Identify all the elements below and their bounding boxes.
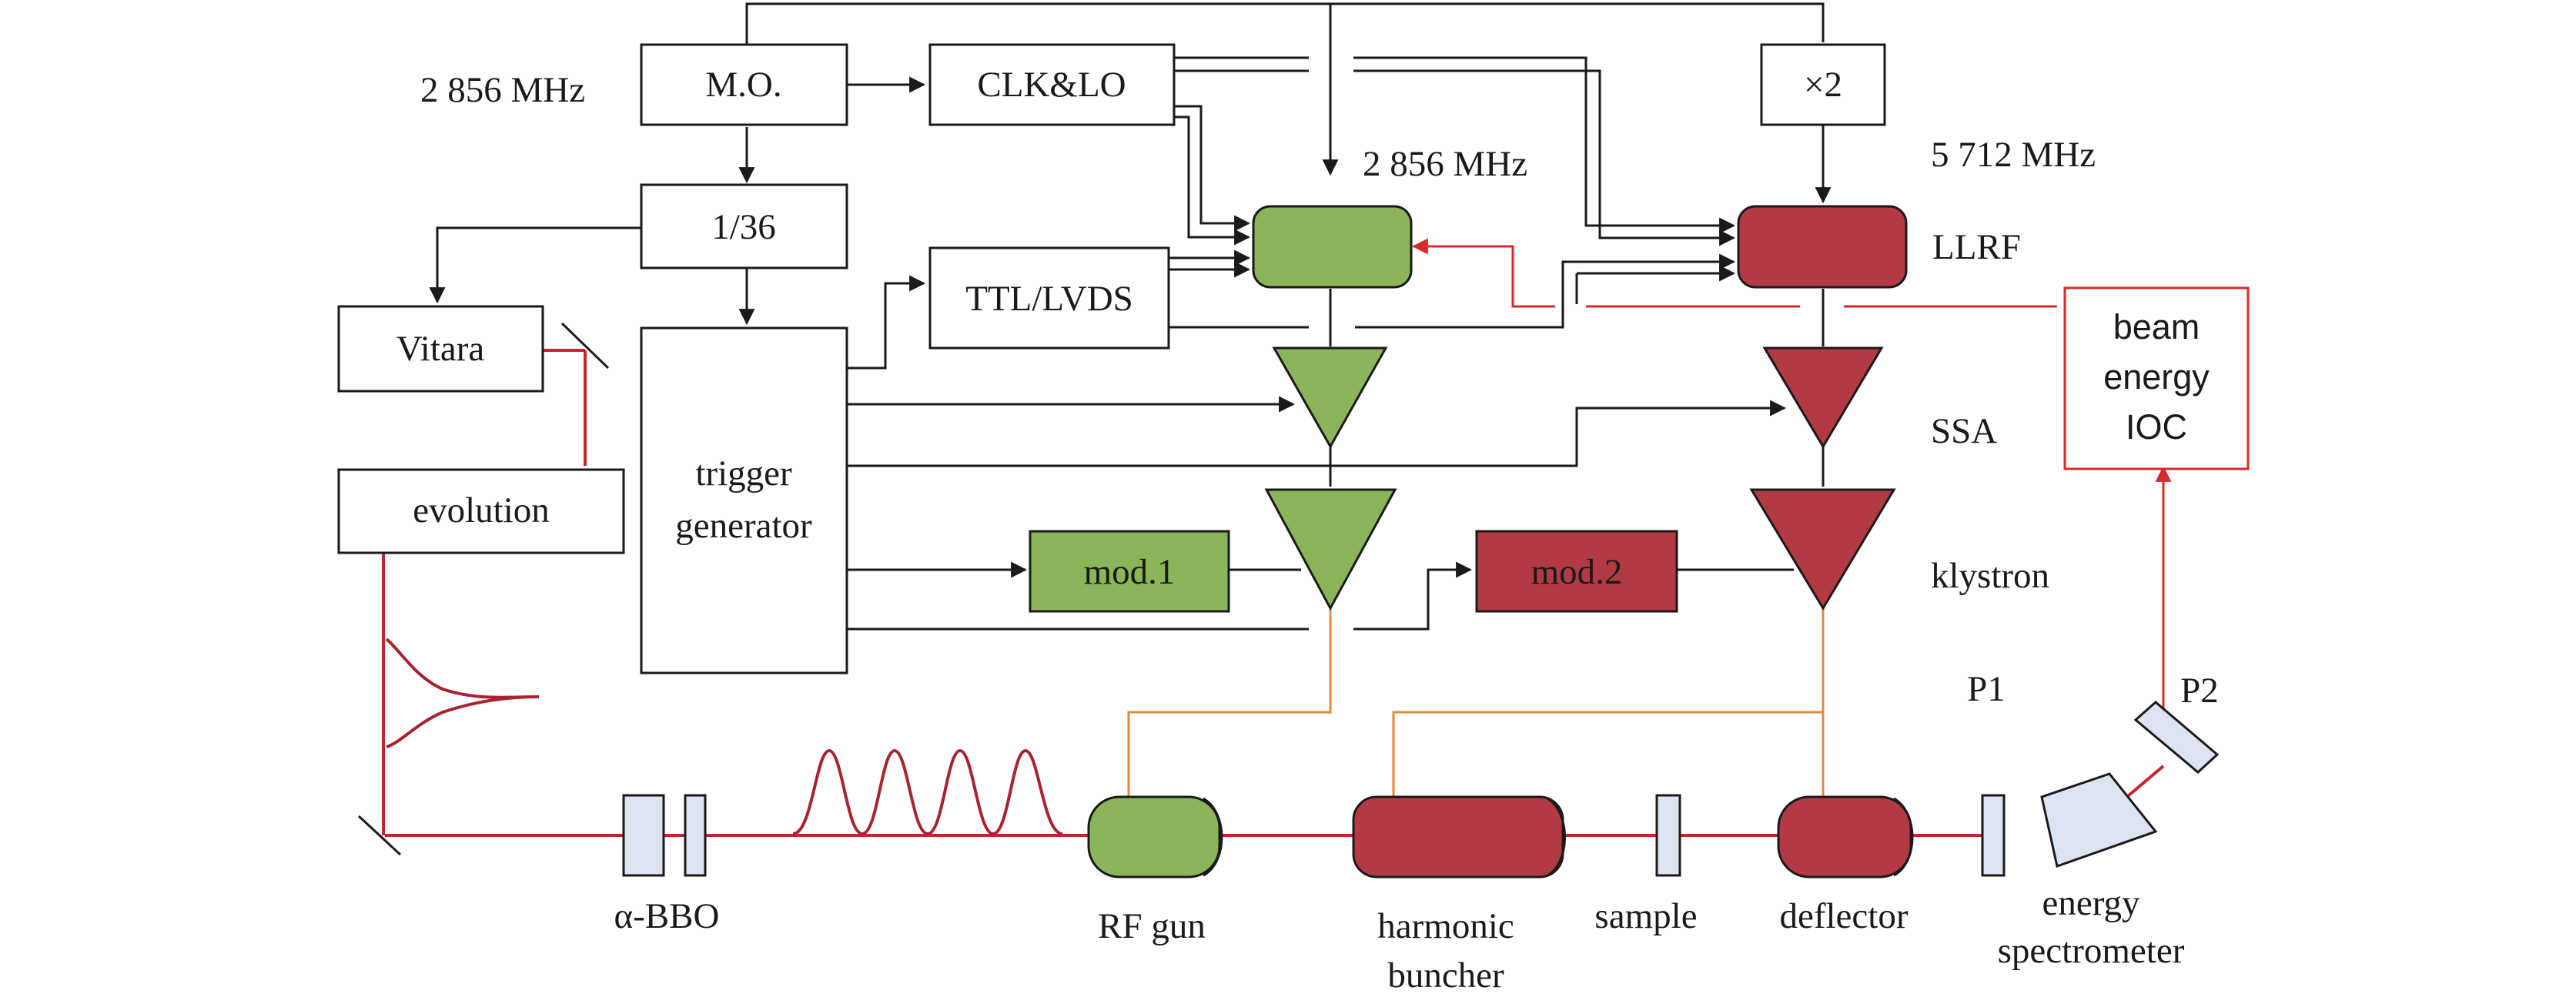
harmonic-label-1: harmonic (1377, 906, 1514, 946)
times2-box: ×2 (1760, 43, 1886, 126)
freq-right-label: 5 712 MHz (1931, 135, 2096, 175)
mod2-box: mod.2 (1475, 530, 1678, 613)
deflector (1777, 795, 1914, 879)
mod1-box: mod.1 (1029, 530, 1230, 613)
mod2-label: mod.2 (1531, 552, 1623, 592)
beam-energy-label-3: IOC (2126, 407, 2187, 447)
trigger-generator-box: trigger generator (640, 326, 848, 674)
deflector-label: deflector (1779, 896, 1908, 936)
trigger-label-2: generator (675, 506, 812, 546)
klystron-green (1264, 488, 1397, 611)
p2-label: P2 (2180, 671, 2219, 711)
vitara-label: Vitara (396, 329, 485, 369)
divider-box: 1/36 (640, 183, 848, 269)
rf-gun (1087, 795, 1223, 879)
pulse-train (792, 748, 1063, 836)
clk-lo-box: CLK&LO (928, 43, 1176, 126)
beam-energy-label-2: energy (2103, 357, 2210, 397)
spectro-label-1: energy (2042, 883, 2140, 923)
mo-label: M.O. (705, 65, 781, 105)
p2-screen (2133, 701, 2220, 774)
vitara-box: Vitara (337, 305, 544, 393)
single-pulse (385, 638, 540, 748)
clk-lo-label: CLK&LO (977, 65, 1126, 105)
beam-energy-ioc-box: beam energy IOC (2063, 286, 2250, 470)
ssa-green (1272, 346, 1388, 450)
llrf-green (1252, 205, 1413, 289)
p1-screen (1981, 794, 2006, 877)
ssa-maroon (1762, 346, 1884, 449)
times2-label: ×2 (1804, 65, 1842, 105)
ssa-label: SSA (1931, 411, 1997, 451)
freq-mid-label: 2 856 MHz (1363, 144, 1527, 184)
rf-feed-wiring (1127, 608, 1825, 801)
spectro-label-2: spectrometer (1998, 931, 2185, 971)
ttl-lvds-label: TTL/LVDS (965, 279, 1133, 319)
evolution-label: evolution (413, 490, 550, 530)
alpha-bbo (622, 794, 707, 877)
evolution-box: evolution (337, 468, 625, 554)
sample-label: sample (1594, 896, 1697, 936)
divider-label: 1/36 (711, 207, 776, 247)
harmonic-buncher (1352, 795, 1566, 879)
energy-spectrometer (2040, 772, 2158, 868)
rf-gun-label: RF gun (1098, 906, 1206, 946)
trigger-label-1: trigger (695, 453, 792, 494)
signal-wiring (429, 2, 1832, 631)
freq-left-label: 2 856 MHz (420, 70, 585, 110)
feedback-wiring (1411, 238, 2172, 716)
p1-label: P1 (1967, 669, 2006, 709)
llrf-label: LLRF (1932, 227, 2021, 267)
mod1-label: mod.1 (1084, 552, 1176, 592)
klystron-label: klystron (1931, 556, 2049, 596)
bbo-label: α-BBO (614, 896, 720, 936)
ttl-lvds-box: TTL/LVDS (928, 246, 1170, 350)
mo-box: M.O. (640, 43, 848, 126)
llrf-maroon (1737, 205, 1908, 289)
sample (1655, 794, 1681, 877)
klystron-maroon (1749, 488, 1896, 611)
beam-energy-label-1: beam (2113, 307, 2200, 346)
harmonic-label-2: buncher (1387, 956, 1504, 994)
